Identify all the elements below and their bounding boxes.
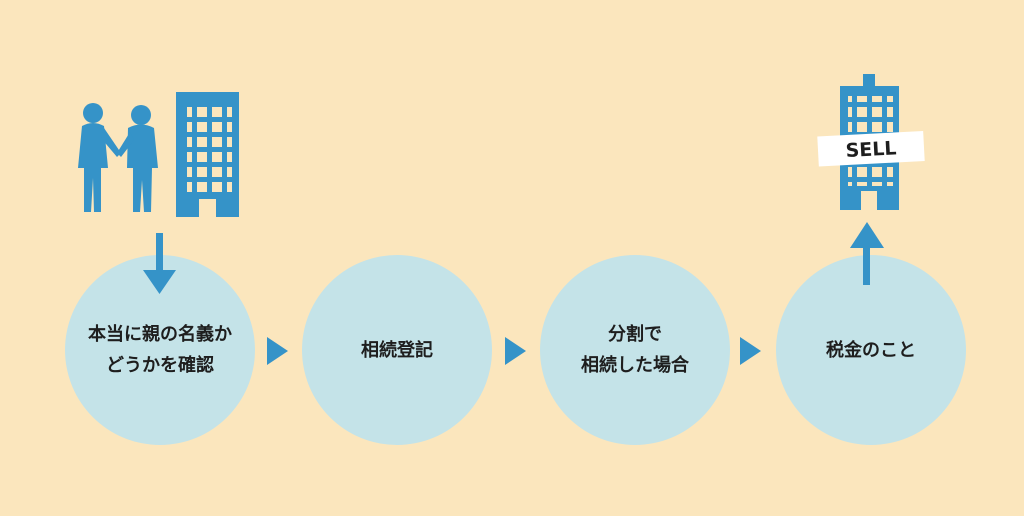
sell-sign: SELL [817,130,925,167]
apartment-building-icon [176,92,239,217]
step-taxes: 税金のこと [776,255,966,445]
elderly-couple-icon [78,103,158,212]
sell-sign-label: SELL [845,137,897,162]
arrow-right-icon [505,337,526,365]
step-divided-inheritance: 分割で 相続した場合 [540,255,730,445]
step-label-line: 相続登記 [361,339,433,361]
step-inheritance-registration: 相続登記 [302,255,492,445]
arrow-right-icon [740,337,761,365]
step-label-line: どうかを確認 [106,355,214,376]
arrow-right-icon [267,337,288,365]
arrow-down-icon [143,233,176,294]
step-label-line: 本当に親の名義か [88,324,232,345]
step-label-line: 分割で [608,324,662,345]
step-label-line: 相続した場合 [581,355,689,376]
arrow-up-icon [850,222,884,285]
step-label-line: 税金のこと [826,339,916,361]
